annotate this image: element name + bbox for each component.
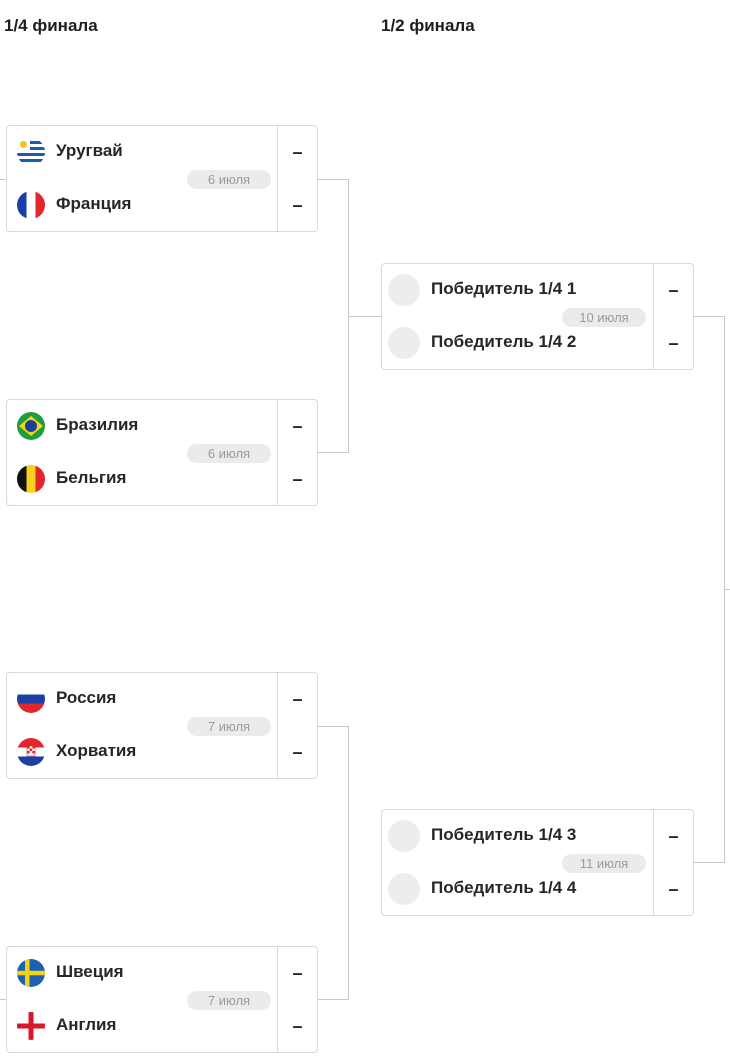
uruguay-flag-icon bbox=[17, 138, 45, 166]
quarterfinal-round-title: 1/4 финала bbox=[4, 16, 98, 35]
team-name: Бельгия bbox=[56, 468, 127, 487]
bracket-connector bbox=[694, 862, 724, 863]
score: – bbox=[653, 810, 693, 863]
bracket-connector bbox=[318, 179, 349, 180]
score: – bbox=[277, 126, 317, 179]
quarterfinal-match-1[interactable]: Уругвай – Франция – 6 июля bbox=[6, 125, 318, 232]
brazil-flag-icon bbox=[17, 412, 45, 440]
score: – bbox=[277, 726, 317, 779]
team-name: Уругвай bbox=[56, 141, 123, 160]
team-row[interactable]: Хорватия bbox=[7, 726, 277, 779]
semifinal-match-1[interactable]: Победитель 1/4 1 – Победитель 1/4 2 – 10… bbox=[381, 263, 694, 370]
team-name: Франция bbox=[56, 194, 132, 213]
placeholder-team-icon bbox=[388, 274, 420, 306]
score: – bbox=[653, 863, 693, 916]
semifinal-round-title: 1/2 финала bbox=[381, 16, 475, 35]
score: – bbox=[277, 673, 317, 726]
match-date: 6 июля bbox=[187, 444, 271, 463]
team-row[interactable]: Победитель 1/4 3 bbox=[382, 810, 652, 863]
team-row[interactable]: Бельгия bbox=[7, 453, 277, 506]
russia-flag-icon bbox=[17, 685, 45, 713]
bracket-connector bbox=[0, 179, 6, 180]
match-date: 6 июля bbox=[187, 170, 271, 189]
bracket-connector bbox=[318, 726, 349, 727]
match-date: 7 июля bbox=[187, 991, 271, 1010]
semifinal-match-2[interactable]: Победитель 1/4 3 – Победитель 1/4 4 – 11… bbox=[381, 809, 694, 916]
score: – bbox=[653, 264, 693, 317]
score: – bbox=[277, 947, 317, 1000]
quarterfinal-match-4[interactable]: Швеция – Англия – 7 июля bbox=[6, 946, 318, 1053]
team-name: Бразилия bbox=[56, 415, 139, 434]
team-name: Англия bbox=[56, 1015, 117, 1034]
team-row[interactable]: Победитель 1/4 4 bbox=[382, 863, 652, 916]
bracket-connector bbox=[724, 589, 730, 590]
team-row[interactable]: Победитель 1/4 1 bbox=[382, 264, 652, 317]
france-flag-icon bbox=[17, 191, 45, 219]
quarterfinal-match-2[interactable]: Бразилия – Бельгия – 6 июля bbox=[6, 399, 318, 506]
match-date: 7 июля bbox=[187, 717, 271, 736]
bracket-connector bbox=[694, 316, 724, 317]
bracket-connector bbox=[0, 999, 6, 1000]
team-row[interactable]: Бразилия bbox=[7, 400, 277, 453]
bracket-connector bbox=[348, 726, 349, 1000]
placeholder-team-icon bbox=[388, 820, 420, 852]
sweden-flag-icon bbox=[17, 959, 45, 987]
team-name: Победитель 1/4 2 bbox=[431, 332, 577, 351]
bracket-connector bbox=[348, 316, 381, 317]
croatia-flag-icon bbox=[17, 738, 45, 766]
team-name: Хорватия bbox=[56, 741, 137, 760]
team-row[interactable]: Победитель 1/4 2 bbox=[382, 317, 652, 370]
match-date: 10 июля bbox=[562, 308, 646, 327]
belgium-flag-icon bbox=[17, 465, 45, 493]
team-name: Победитель 1/4 1 bbox=[431, 279, 577, 298]
score: – bbox=[277, 179, 317, 232]
quarterfinal-match-3[interactable]: Россия – Хорватия – 7 июля bbox=[6, 672, 318, 779]
bracket-connector bbox=[318, 999, 349, 1000]
england-flag-icon bbox=[17, 1012, 45, 1040]
score: – bbox=[277, 453, 317, 506]
bracket-connector bbox=[318, 452, 349, 453]
team-row[interactable]: Англия bbox=[7, 1000, 277, 1053]
team-name: Победитель 1/4 4 bbox=[431, 878, 577, 897]
team-row[interactable]: Франция bbox=[7, 179, 277, 232]
team-name: Россия bbox=[56, 688, 117, 707]
placeholder-team-icon bbox=[388, 873, 420, 905]
score: – bbox=[277, 1000, 317, 1053]
team-row[interactable]: Уругвай bbox=[7, 126, 277, 179]
match-date: 11 июля bbox=[562, 854, 646, 873]
team-row[interactable]: Россия bbox=[7, 673, 277, 726]
team-row[interactable]: Швеция bbox=[7, 947, 277, 1000]
score: – bbox=[653, 317, 693, 370]
team-name: Швеция bbox=[56, 962, 124, 981]
team-name: Победитель 1/4 3 bbox=[431, 825, 577, 844]
score: – bbox=[277, 400, 317, 453]
placeholder-team-icon bbox=[388, 327, 420, 359]
